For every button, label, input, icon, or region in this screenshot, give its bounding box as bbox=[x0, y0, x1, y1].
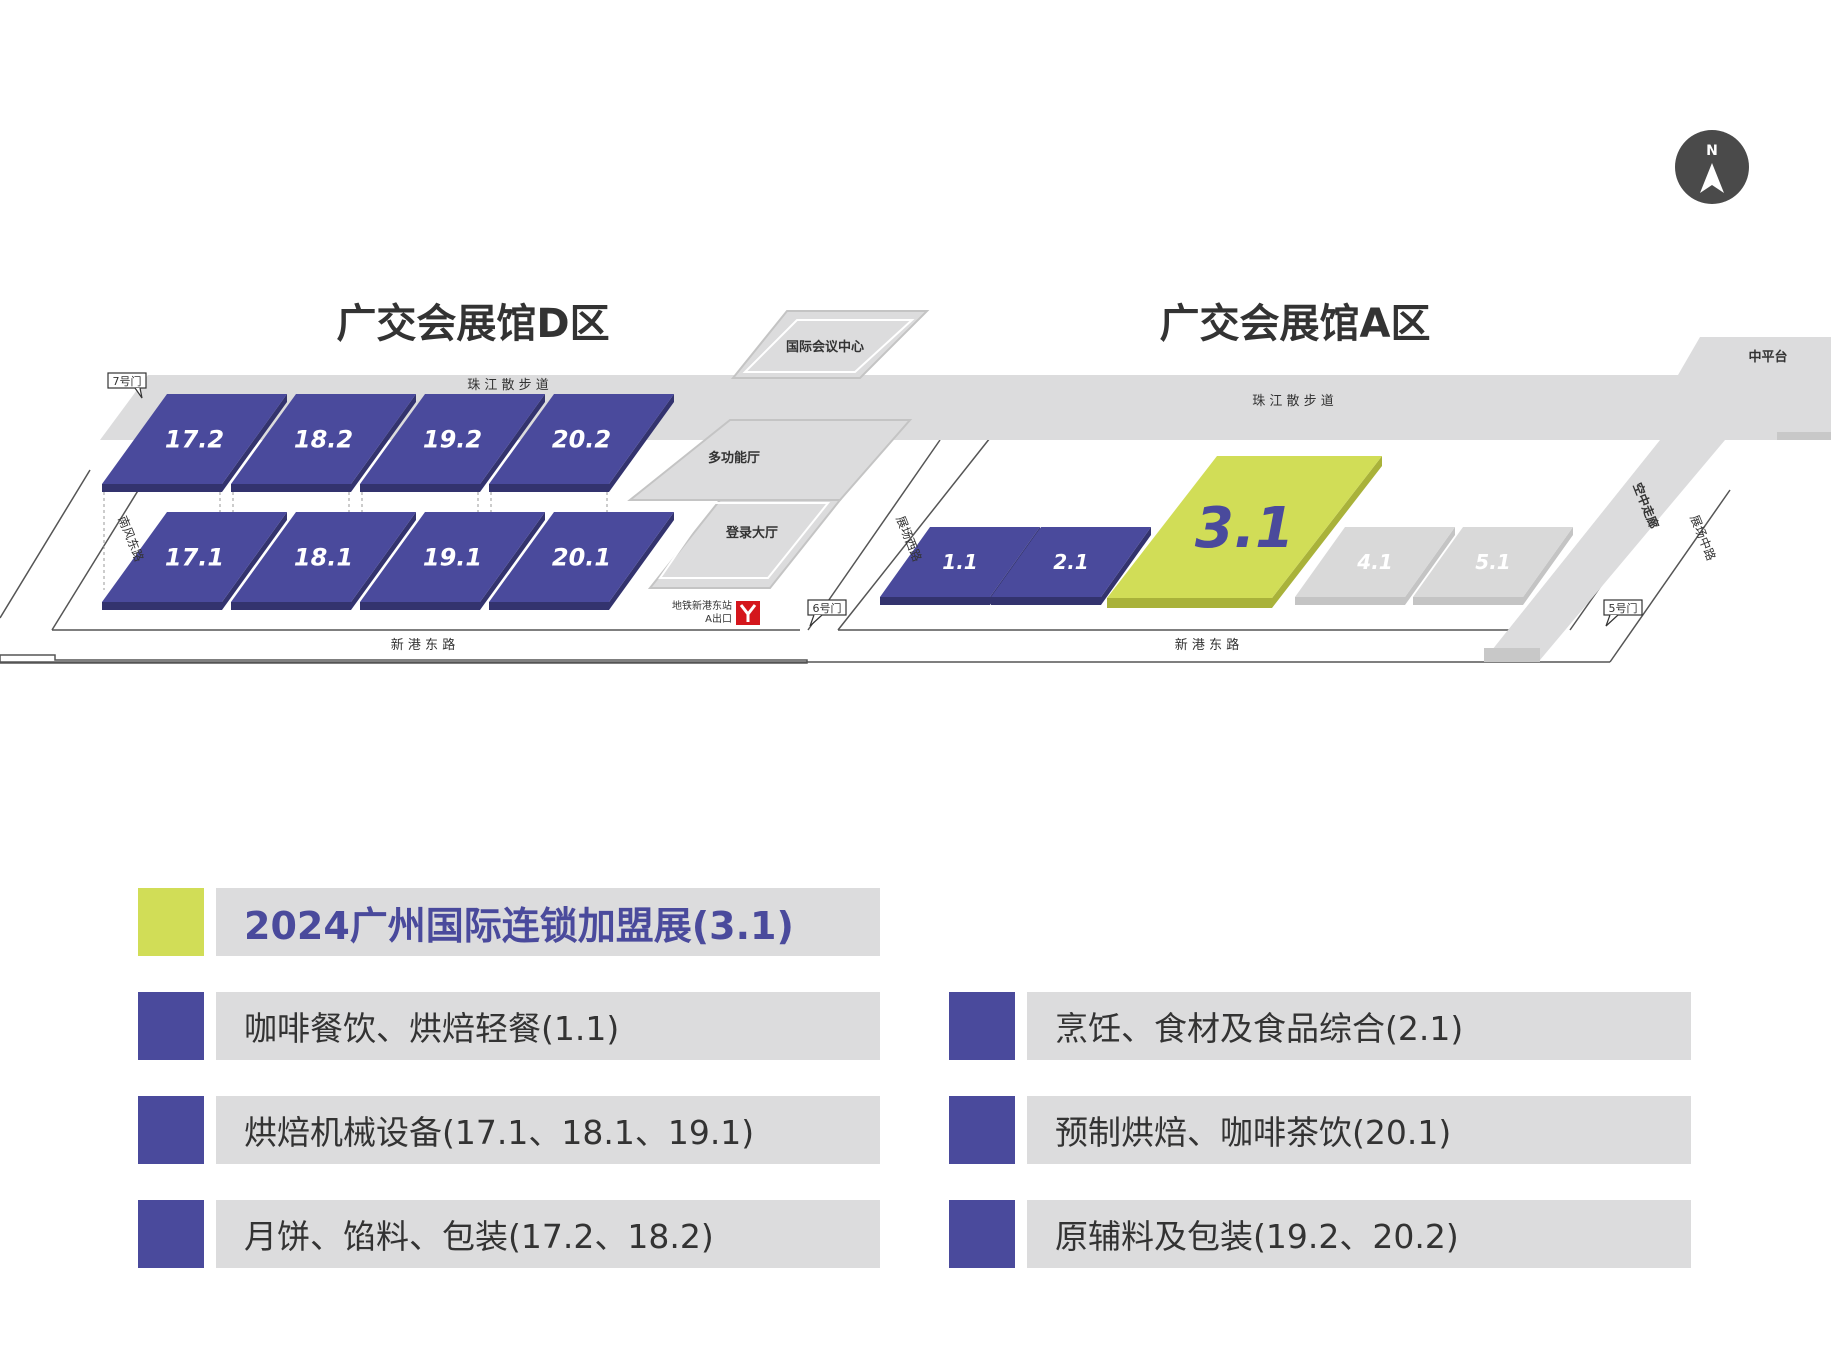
hall-20-2: 20.2 bbox=[489, 394, 674, 492]
hall-19-2: 19.2 bbox=[360, 394, 545, 492]
legend-item-6: 原辅料及包装(19.2、20.2) bbox=[949, 1200, 1691, 1268]
legend-swatch bbox=[138, 992, 204, 1060]
legend-swatch bbox=[949, 1200, 1015, 1268]
legend-swatch bbox=[138, 1200, 204, 1268]
west-road-label: 展场西路 bbox=[893, 514, 925, 564]
gate-6-marker: 6号门 bbox=[807, 599, 847, 627]
hall-17-1: 17.1 bbox=[102, 512, 287, 610]
hall-3-1: 3.1 bbox=[1107, 456, 1382, 608]
hall-4-1: 4.1 bbox=[1295, 527, 1455, 605]
hall-label: 17.2 bbox=[165, 426, 224, 454]
zone-d-title: 广交会展馆D区 bbox=[336, 301, 609, 347]
hall-18-2: 18.2 bbox=[231, 394, 416, 492]
registration-hall-building bbox=[647, 499, 843, 589]
promenade-label-a: 珠 江 散 步 道 bbox=[1252, 394, 1334, 409]
corridor-road bbox=[1484, 440, 1725, 660]
metro-station-marker: 地铁新港东站 A出口 bbox=[672, 599, 760, 625]
zhongpingtai-top bbox=[1678, 337, 1831, 375]
hall-label: 19.2 bbox=[423, 426, 482, 454]
legend-label: 月饼、馅料、包装(17.2、18.2) bbox=[216, 1200, 880, 1268]
gate-7-marker: 7号门 bbox=[107, 372, 147, 399]
hall-label: 2.1 bbox=[1053, 550, 1088, 574]
legend-swatch bbox=[949, 1096, 1015, 1164]
conference-center-building bbox=[730, 310, 930, 379]
legend-item-4: 预制烘焙、咖啡茶饮(20.1) bbox=[949, 1096, 1691, 1164]
middle-road-label: 展场中路 bbox=[1687, 513, 1719, 563]
xingang-road-label-a: 新 港 东 路 bbox=[1175, 637, 1239, 653]
ground-edge-a2 bbox=[837, 437, 991, 631]
zone-a-title: 广交会展馆A区 bbox=[1160, 301, 1431, 347]
legend-swatch bbox=[949, 992, 1015, 1060]
compass-label: N bbox=[1706, 143, 1718, 159]
legend-item-3: 烘焙机械设备(17.1、18.1、19.1) bbox=[138, 1096, 880, 1164]
promenade-road-side bbox=[1777, 432, 1831, 440]
venue-map: 17.2 18.2 19.2 20.2 17.1 18.1 19.1 20.1 1.1 2.1 3… bbox=[0, 130, 1831, 664]
conference-center-inner bbox=[742, 319, 915, 373]
ground-outline-d bbox=[0, 654, 808, 664]
gate-6-label: 6号门 bbox=[813, 601, 842, 615]
hall-label: 19.1 bbox=[423, 544, 482, 572]
metro-station-exit: A出口 bbox=[705, 612, 732, 625]
legend-item-5: 月饼、馅料、包装(17.2、18.2) bbox=[138, 1200, 880, 1268]
conference-center-label: 国际会议中心 bbox=[786, 339, 864, 355]
hall-label: 17.1 bbox=[165, 544, 224, 572]
north-arrow-icon bbox=[1700, 163, 1724, 193]
compass: N bbox=[1675, 130, 1749, 204]
hall-5-1: 5.1 bbox=[1413, 527, 1573, 605]
legend-item-2: 烹饪、食材及食品综合(2.1) bbox=[949, 992, 1691, 1060]
registration-hall-inner bbox=[658, 502, 831, 579]
multi-hall-label: 多功能厅 bbox=[708, 450, 760, 466]
gate-7-label: 7号门 bbox=[113, 374, 142, 388]
ground-edge-a bbox=[807, 439, 941, 631]
promenade-label-d: 珠 江 散 步 道 bbox=[467, 378, 549, 393]
hall-label: 1.1 bbox=[942, 550, 977, 574]
legend-label: 预制烘焙、咖啡茶饮(20.1) bbox=[1027, 1096, 1691, 1164]
xingang-road-label-d: 新 港 东 路 bbox=[391, 637, 455, 653]
legend-featured-swatch bbox=[138, 888, 204, 956]
hall-label: 3.1 bbox=[1195, 496, 1294, 561]
hall-label: 20.2 bbox=[552, 426, 611, 454]
registration-hall-label: 登录大厅 bbox=[725, 525, 778, 541]
gate-5-label: 5号门 bbox=[1609, 601, 1638, 615]
legend-featured-label: 2024广州国际连锁加盟展(3.1) bbox=[216, 888, 880, 956]
legend-item-1: 咖啡餐饮、烘焙轻餐(1.1) bbox=[138, 992, 880, 1060]
gate-5-marker: 5号门 bbox=[1603, 599, 1643, 627]
ground-edge-d bbox=[0, 469, 91, 619]
zhongpingtai-label: 中平台 bbox=[1748, 349, 1787, 365]
nanfeng-road-label: 南风东路 bbox=[115, 514, 147, 564]
legend-label: 烹饪、食材及食品综合(2.1) bbox=[1027, 992, 1691, 1060]
hall-19-1: 19.1 bbox=[360, 512, 545, 610]
hall-label: 18.2 bbox=[294, 426, 353, 454]
hall-label: 18.1 bbox=[294, 544, 353, 572]
legend-label: 烘焙机械设备(17.1、18.1、19.1) bbox=[216, 1096, 880, 1164]
legend-label: 咖啡餐饮、烘焙轻餐(1.1) bbox=[216, 992, 880, 1060]
legend-featured: 2024广州国际连锁加盟展(3.1) bbox=[138, 888, 880, 956]
hall-label: 20.1 bbox=[552, 544, 611, 572]
hall-17-2: 17.2 bbox=[102, 394, 287, 492]
metro-station-name: 地铁新港东站 bbox=[672, 599, 732, 612]
hall-20-1: 20.1 bbox=[489, 512, 674, 610]
hall-18-1: 18.1 bbox=[231, 512, 416, 610]
corridor-road-side bbox=[1484, 648, 1540, 662]
hall-2-1: 2.1 bbox=[991, 527, 1151, 605]
hall-label: 5.1 bbox=[1475, 550, 1510, 574]
hall-label: 4.1 bbox=[1356, 550, 1392, 574]
legend-label: 原辅料及包装(19.2、20.2) bbox=[1027, 1200, 1691, 1268]
ground-edge-right bbox=[1609, 489, 1731, 663]
legend-swatch bbox=[138, 1096, 204, 1164]
